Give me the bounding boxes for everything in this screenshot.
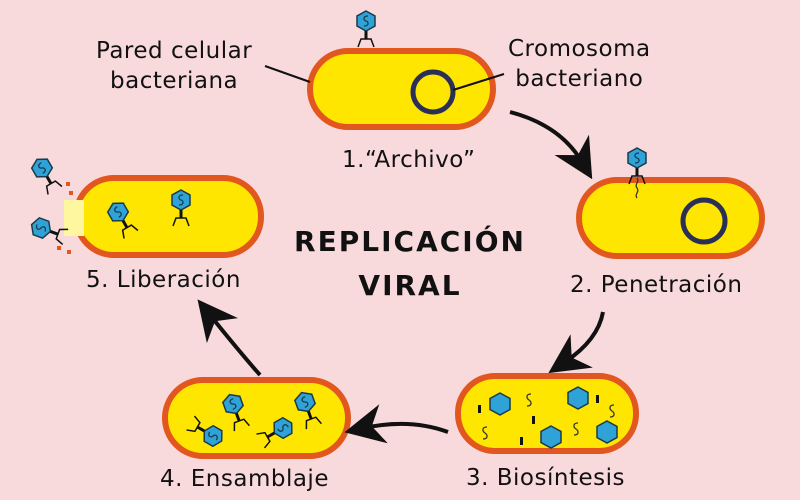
arrow-1-to-2 <box>509 110 593 180</box>
cell-wall-pointer <box>264 65 311 83</box>
arrow-4-to-5 <box>197 299 262 377</box>
stage-1-label: 1.“Archivo” <box>342 147 476 173</box>
stage-4-label: 4. Ensamblaje <box>160 466 329 492</box>
virus-icon <box>355 9 377 49</box>
cell-wall-label: Pared celular bacteriana <box>96 36 252 96</box>
chromosome-label: Cromosoma bacteriano <box>508 34 651 94</box>
title-line2: VIRAL <box>358 269 462 302</box>
stage-2-label: 2. Penetración <box>570 272 743 298</box>
chromosome-line1: Cromosoma <box>508 36 651 62</box>
cell-stage-1 <box>264 9 505 130</box>
cell-wall-line2: bacteriana <box>110 68 239 94</box>
arrow-2-to-3 <box>548 311 605 374</box>
cell-stage-3 <box>455 373 639 454</box>
cell-stage-5 <box>27 153 264 258</box>
cell-stage-4 <box>162 377 351 459</box>
stage-5-label: 5. Liberación <box>86 267 241 293</box>
diagram-title: REPLICACIÓN VIRAL <box>290 220 530 308</box>
chromosome-pointer <box>452 73 505 91</box>
chromosome-line2: bacteriano <box>515 66 644 92</box>
cell-stage-2 <box>576 146 765 259</box>
title-line1: REPLICACIÓN <box>294 225 526 258</box>
stage-3-label: 3. Biosíntesis <box>466 465 625 491</box>
arrow-3-to-4 <box>344 404 449 444</box>
chromosome <box>410 69 456 115</box>
cell-wall-line1: Pared celular <box>96 38 253 64</box>
